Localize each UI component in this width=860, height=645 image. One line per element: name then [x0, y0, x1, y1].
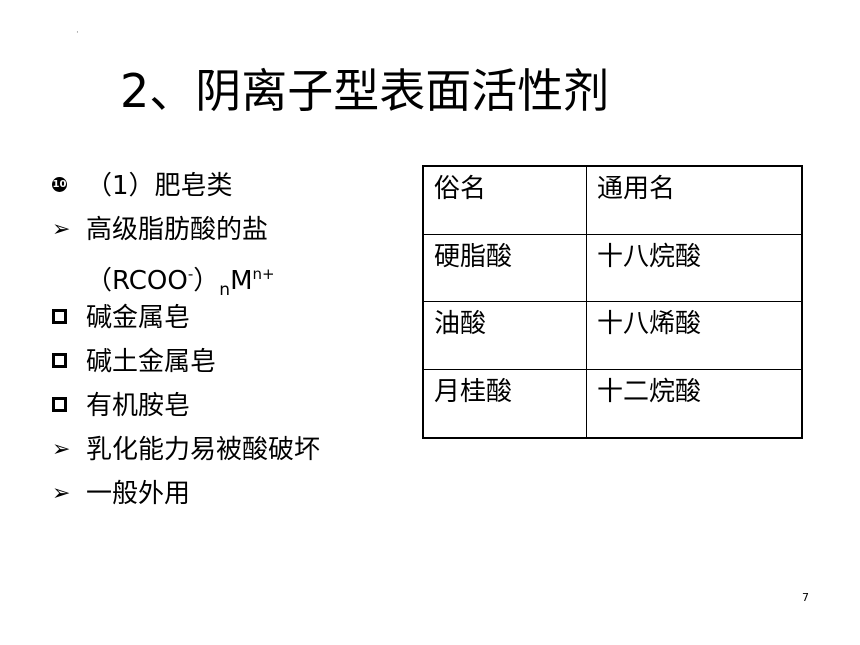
table-cell: 十二烷酸 [586, 369, 803, 439]
list-item: 有机胺皂 [52, 386, 412, 430]
list-item-text: 碱金属皂 [86, 303, 191, 333]
page-number: 7 [802, 591, 809, 604]
list-item: 10 （1）肥皂类 [52, 166, 412, 210]
table-row: 俗名 通用名 [422, 165, 803, 235]
slide-title: 2、阴离子型表面活性剂 [120, 64, 610, 118]
table-header-cell: 俗名 [422, 165, 587, 235]
list-item: 碱土金属皂 [52, 342, 412, 386]
small-dot-mark: · [76, 28, 79, 38]
list-item: 碱金属皂 [52, 298, 412, 342]
name-table: 俗名 通用名 硬脂酸 十八烷酸 油酸 十八烯酸 月桂酸 十二烷酸 [422, 165, 803, 439]
list-item-text: 乳化能力易被酸破坏 [86, 435, 321, 465]
list-item: ➢ 乳化能力易被酸破坏 [52, 430, 412, 474]
list-item-text: 一般外用 [86, 479, 191, 509]
arrow-icon: ➢ [52, 481, 71, 506]
formula-line: （RCOO-）nMn+ [52, 254, 412, 300]
table-row: 油酸 十八烯酸 [422, 301, 803, 371]
arrow-icon: ➢ [52, 217, 71, 242]
arrow-icon: ➢ [52, 437, 71, 462]
table-cell: 油酸 [422, 301, 587, 371]
table-cell: 十八烷酸 [586, 233, 803, 303]
number-circle-icon: 10 [52, 177, 67, 192]
square-icon [52, 353, 67, 368]
table-header-cell: 通用名 [586, 165, 803, 235]
table-cell: 硬脂酸 [422, 233, 587, 303]
table-row: 月桂酸 十二烷酸 [422, 369, 803, 439]
list-item-text: 高级脂肪酸的盐 [86, 215, 269, 245]
bullet-list: 10 （1）肥皂类 ➢ 高级脂肪酸的盐 （RCOO-）nMn+ 碱金属皂 碱土金… [52, 166, 412, 518]
list-item-text: （1）肥皂类 [86, 171, 233, 201]
table-cell: 月桂酸 [422, 369, 587, 439]
table-row: 硬脂酸 十八烷酸 [422, 233, 803, 303]
formula: （RCOO-）nMn+ [86, 265, 275, 300]
list-item-text: 碱土金属皂 [86, 347, 217, 377]
square-icon [52, 309, 67, 324]
list-item: ➢ 高级脂肪酸的盐 [52, 210, 412, 254]
square-icon [52, 397, 67, 412]
list-item: ➢ 一般外用 [52, 474, 412, 518]
list-item-text: 有机胺皂 [86, 391, 191, 421]
table-cell: 十八烯酸 [586, 301, 803, 371]
